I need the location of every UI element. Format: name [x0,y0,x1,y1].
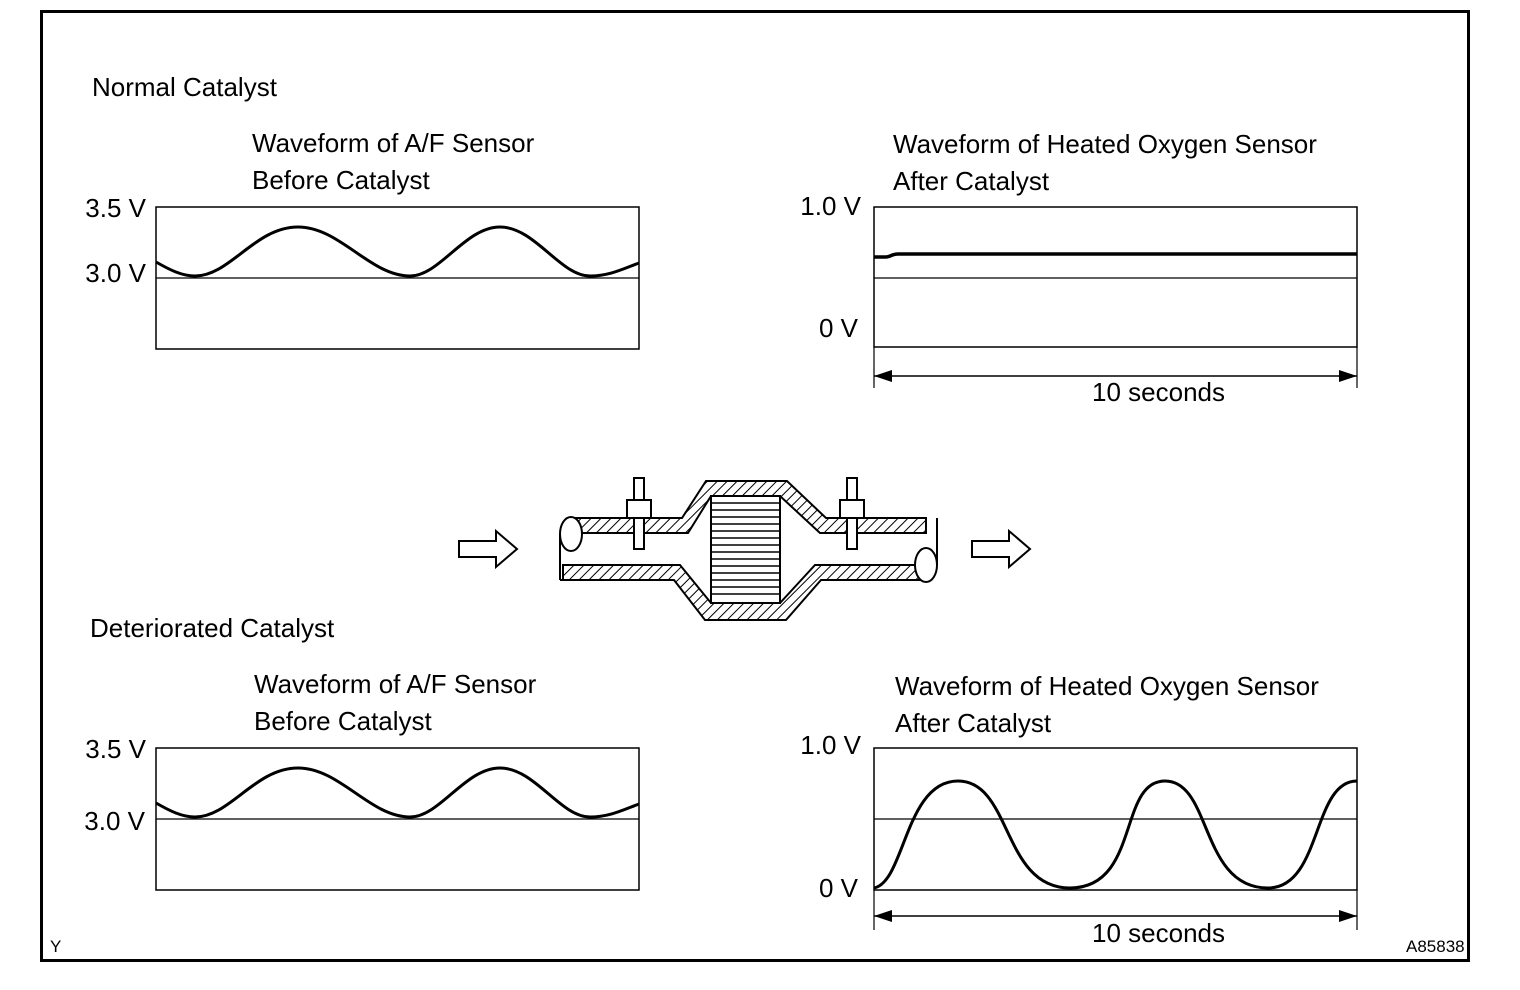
deteriorated-af-chart [155,747,640,891]
diagram-frame [40,10,1470,962]
corner-left-mark: Y [50,937,62,956]
deteriorated-af-waveform [155,766,640,819]
deteriorated-catalyst-heading: Deteriorated Catalyst [90,613,335,643]
normal-af-chart [155,206,640,350]
deteriorated-o2-y-bottom-label: 0 V [818,873,858,903]
normal-af-y-top-label: 3.5 V [85,193,146,223]
af-sensor-icon [626,477,652,550]
normal-af-y-mid-label: 3.0 V [85,258,146,288]
normal-o2-y-top-label: 1.0 V [800,191,861,221]
flow-arrow-out-icon [971,528,1032,570]
normal-o2-waveform [874,252,1357,259]
normal-o2-chart [873,206,1358,388]
normal-af-title-line1: Waveform of A/F Sensor [252,128,535,158]
deteriorated-o2-chart [873,747,1358,930]
flow-arrow-in-icon [458,528,519,570]
deteriorated-o2-time-label: 10 seconds [1092,918,1225,948]
deteriorated-af-y-top-label: 3.5 V [85,734,146,764]
deteriorated-o2-title-line1: Waveform of Heated Oxygen Sensor [895,671,1319,701]
deteriorated-af-y-mid-label: 3.0 V [84,806,145,836]
normal-catalyst-heading: Normal Catalyst [92,72,277,102]
normal-o2-title-line2: After Catalyst [893,166,1050,196]
catalytic-converter-icon [559,477,938,621]
normal-o2-y-bottom-label: 0 V [818,313,858,343]
normal-af-waveform [155,225,640,278]
normal-o2-time-label: 10 seconds [1092,377,1225,407]
deteriorated-o2-title-line2: After Catalyst [895,708,1052,738]
deteriorated-o2-y-top-label: 1.0 V [800,730,861,760]
deteriorated-o2-waveform [873,779,1358,890]
figure-code: A85838 [1406,937,1465,956]
normal-af-title-line2: Before Catalyst [252,165,430,195]
deteriorated-af-title-line1: Waveform of A/F Sensor [254,669,537,699]
normal-o2-title-line1: Waveform of Heated Oxygen Sensor [893,129,1317,159]
heated-oxygen-sensor-icon [839,477,865,550]
deteriorated-af-title-line2: Before Catalyst [254,706,432,736]
